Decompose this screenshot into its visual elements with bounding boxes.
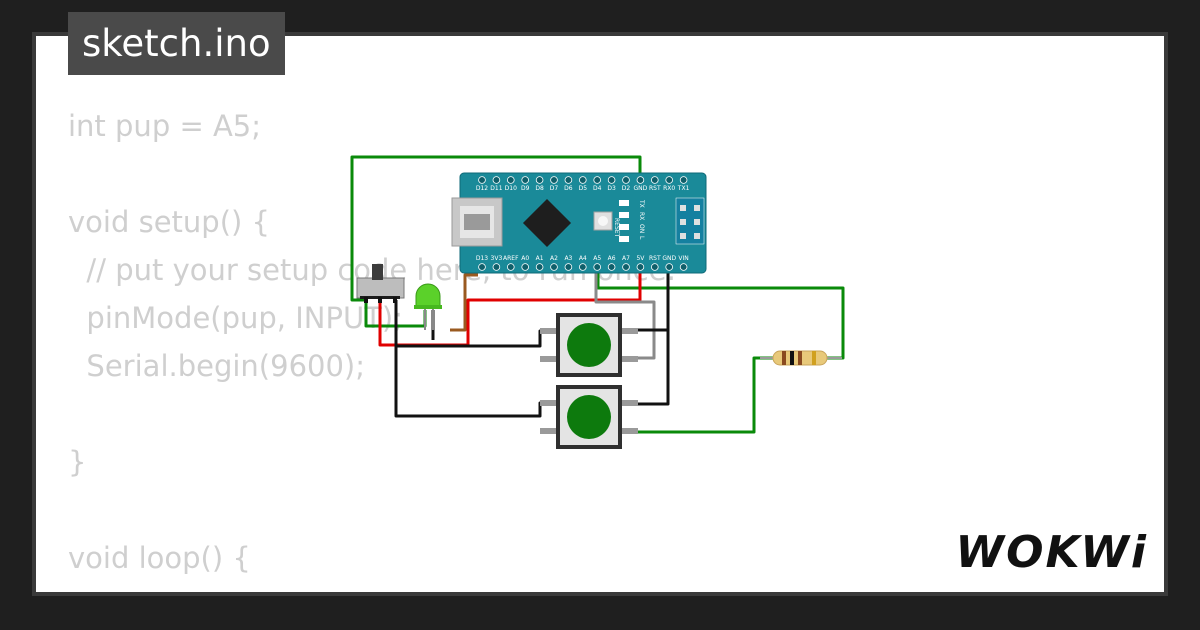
pin-label: 3V3 xyxy=(491,255,503,262)
wire-green-a5 xyxy=(596,270,845,360)
pin-label: D10 xyxy=(505,185,517,192)
pin-label: A0 xyxy=(521,255,529,262)
header-pin[interactable] xyxy=(506,263,515,271)
pin-label: D13 xyxy=(476,255,488,262)
pin-label: A6 xyxy=(608,255,616,262)
pin-label: RST xyxy=(649,185,661,192)
led-label-tx: TX xyxy=(638,199,645,208)
header-pin[interactable] xyxy=(679,176,688,184)
code-line: } xyxy=(68,445,87,479)
header-pin[interactable] xyxy=(679,263,688,271)
icsp-pin xyxy=(694,219,700,225)
pin-label: 5V xyxy=(636,255,645,262)
icsp-pin xyxy=(680,205,686,211)
pin-label: VIN xyxy=(678,255,688,262)
wire-brown xyxy=(450,273,478,332)
pin-label: A3 xyxy=(564,255,572,262)
header-pin[interactable] xyxy=(492,176,501,184)
header-pin[interactable] xyxy=(650,176,659,184)
led-label-l: L xyxy=(638,236,645,240)
file-title: sketch.ino xyxy=(68,12,285,75)
pin-label: TX1 xyxy=(677,185,690,192)
led-label-on: ON xyxy=(638,224,645,233)
header-pin[interactable] xyxy=(650,263,659,271)
pin-label: D6 xyxy=(564,185,573,192)
pin-label: D7 xyxy=(550,185,559,192)
header-pin[interactable] xyxy=(607,176,616,184)
header-pin[interactable] xyxy=(665,263,673,271)
pin-label: D11 xyxy=(490,185,502,192)
pin-label: D8 xyxy=(535,185,544,192)
slide-switch[interactable] xyxy=(356,264,405,303)
reset-label: RESET xyxy=(613,218,620,238)
icsp-pin xyxy=(680,233,686,239)
header-pin[interactable] xyxy=(521,263,529,271)
pin-label: RST xyxy=(649,255,661,262)
pin-label: D12 xyxy=(476,185,488,192)
header-pin[interactable] xyxy=(550,263,558,271)
pin-label: AREF xyxy=(503,255,519,262)
pin-label: D9 xyxy=(521,185,530,192)
pushbutton-1[interactable] xyxy=(540,313,638,377)
header-pin[interactable] xyxy=(564,176,573,184)
pin-label: A4 xyxy=(579,255,587,262)
code-line: pinMode(pup, INPUT); xyxy=(68,301,404,335)
wire-green-gnd-top xyxy=(350,155,642,302)
pushbutton-2[interactable] xyxy=(540,385,638,449)
pin-label: A2 xyxy=(550,255,558,262)
pin-label: D2 xyxy=(622,185,631,192)
header-pin[interactable] xyxy=(478,176,486,184)
header-pin[interactable] xyxy=(535,263,544,271)
pin-label: D5 xyxy=(579,185,588,192)
header-pin[interactable] xyxy=(636,263,645,271)
header-pin[interactable] xyxy=(622,176,630,184)
code-line: void setup() { xyxy=(68,205,270,239)
header-pin[interactable] xyxy=(535,176,544,184)
header-pin[interactable] xyxy=(550,176,558,184)
wire-black-gnd-2 xyxy=(636,330,670,406)
icsp-pin xyxy=(680,219,686,225)
icsp-pin xyxy=(694,205,700,211)
code-line: void loop() { xyxy=(68,541,251,575)
wire-green-button2 xyxy=(636,356,776,434)
wokwi-logo: WOKWi xyxy=(955,527,1148,578)
header-pin[interactable] xyxy=(622,263,630,271)
pin-label: D4 xyxy=(593,185,602,192)
header-pin[interactable] xyxy=(593,176,601,184)
header-pin[interactable] xyxy=(636,176,645,184)
pin-label: D3 xyxy=(607,185,616,192)
header-pin[interactable] xyxy=(506,176,515,184)
pin-label: GND xyxy=(634,185,648,192)
header-pin[interactable] xyxy=(665,176,673,184)
header-pin[interactable] xyxy=(478,263,486,271)
header-pin[interactable] xyxy=(492,263,501,271)
header-pin[interactable] xyxy=(564,263,573,271)
pin-label: A1 xyxy=(536,255,544,262)
icsp-pin xyxy=(694,233,700,239)
green-led[interactable] xyxy=(414,283,442,330)
header-pin[interactable] xyxy=(521,176,529,184)
pin-label: RX0 xyxy=(663,185,675,192)
code-line: Serial.begin(9600); xyxy=(68,349,366,383)
pin-label: A7 xyxy=(622,255,630,262)
wire-black-switch-btn2 xyxy=(394,346,556,418)
pin-label: GND xyxy=(662,255,676,262)
resistor[interactable] xyxy=(760,350,842,366)
header-pin[interactable] xyxy=(578,263,587,271)
header-pin[interactable] xyxy=(578,176,587,184)
header-pin[interactable] xyxy=(607,263,616,271)
led-label-rx: RX xyxy=(638,212,645,220)
header-pin[interactable] xyxy=(593,263,601,271)
wire-red-5v xyxy=(378,270,642,347)
pin-label: A5 xyxy=(593,255,601,262)
code-line: // put your main code here, to run repea… xyxy=(68,582,751,592)
wire-gray xyxy=(594,270,656,360)
code-line: int pup = A5; xyxy=(68,109,262,143)
